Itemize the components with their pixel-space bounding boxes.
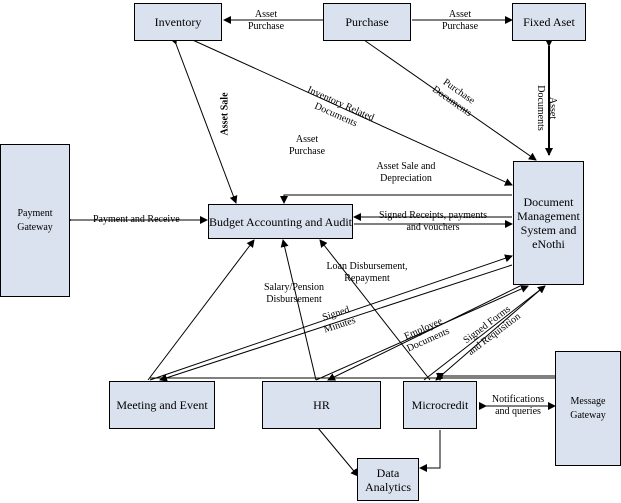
purchase-label: Purchase	[345, 15, 389, 29]
edge-hr-budget	[280, 239, 317, 381]
edge-dms-microcredit	[435, 289, 541, 381]
edge-microcredit-dms	[423, 285, 546, 381]
label-signed-receipts: Signed Receipts, payments and vouchers	[378, 210, 488, 233]
payment-gateway-node[interactable]: Payment Gateway	[0, 144, 70, 297]
message-gateway-node[interactable]: Message Gateway	[555, 351, 621, 466]
label-asset-sale-depreciation: Asset Sale and Depreciation	[376, 161, 436, 184]
edge-meeting-budget	[147, 239, 255, 381]
purchase-node[interactable]: Purchase	[323, 3, 411, 41]
label-asset-documents: Asset Documents	[535, 85, 558, 131]
edge-hr-dms	[315, 285, 529, 381]
edge-meeting-dms	[149, 254, 513, 381]
budget-label: Budget Accounting and Audit	[209, 214, 352, 229]
dms-node[interactable]: Document Management System and eNothi	[513, 161, 584, 285]
message-gateway-label: Message Gateway	[570, 395, 606, 421]
label-payment-receive: Payment and Receive	[93, 214, 180, 225]
dms-label: Document Management System and eNothi	[517, 195, 580, 251]
hr-node[interactable]: HR	[262, 381, 381, 429]
label-asset-purchase-3: Asset Purchase	[288, 134, 326, 157]
microcredit-node[interactable]: Microcredit	[403, 381, 477, 429]
budget-node[interactable]: Budget Accounting and Audit	[208, 204, 353, 239]
edge-microcredit-analytics	[419, 430, 441, 472]
label-loan-disbursement: Loan Disbursement, Repayment	[326, 261, 408, 284]
data-analytics-label: Data Analytics	[365, 465, 411, 494]
fixed-asset-node[interactable]: Fixed Aset	[512, 3, 586, 41]
hr-label: HR	[313, 398, 330, 412]
edge-hr-analytics	[317, 427, 359, 477]
data-analytics-node[interactable]: Data Analytics	[357, 458, 419, 501]
edge-dms-budget-sale	[280, 194, 512, 204]
meeting-node[interactable]: Meeting and Event	[109, 381, 215, 429]
microcredit-label: Microcredit	[411, 398, 469, 412]
payment-gateway-label: Payment Gateway	[17, 207, 53, 233]
label-asset-purchase-2: Asset Purchase	[441, 9, 479, 32]
label-asset-sale: Asset Sale	[219, 92, 231, 136]
label-salary-pension: Salary/Pension Disbursement	[264, 282, 324, 305]
edge-messagegateway-microcredit	[436, 373, 555, 381]
fixed-asset-label: Fixed Aset	[523, 15, 575, 29]
label-asset-purchase-1: Asset Purchase	[247, 9, 285, 32]
edge-dms-meeting	[159, 264, 513, 382]
edge-dms-hr	[327, 285, 521, 381]
meeting-label: Meeting and Event	[116, 398, 208, 412]
inventory-node[interactable]: Inventory	[134, 3, 222, 41]
inventory-label: Inventory	[154, 15, 202, 29]
edge-purchase-dms	[355, 32, 537, 161]
label-notifications: Notifications and queries	[491, 394, 545, 417]
